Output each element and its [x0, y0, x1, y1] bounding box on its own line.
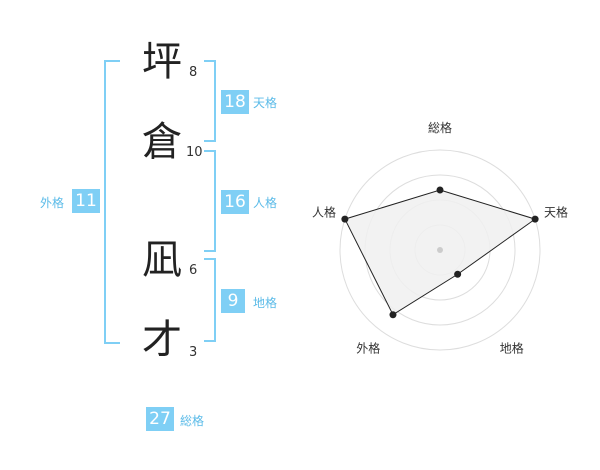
- radar-center-dot: [437, 247, 443, 253]
- radar-axis-label: 外格: [356, 341, 380, 356]
- radar-axis-label: 人格: [312, 204, 336, 219]
- soukaku-badge: 27: [146, 407, 174, 431]
- jinkaku-label: 人格: [253, 196, 278, 210]
- radar-axis-label: 地格: [500, 341, 524, 356]
- stroke-count-2: 10: [186, 145, 203, 160]
- name-char-1: 坪: [142, 39, 182, 85]
- gaikaku-bracket: [104, 60, 120, 344]
- stroke-count-1: 8: [189, 65, 198, 80]
- radar-axis-label: 総格: [428, 120, 452, 135]
- radar-point: [341, 215, 349, 223]
- stroke-count-3: 6: [189, 263, 198, 278]
- radar-point: [531, 215, 539, 223]
- radar-grid-ring: [339, 149, 541, 351]
- stroke-count-4: 3: [189, 345, 198, 360]
- soukaku-label: 総格: [180, 414, 205, 428]
- tenkaku-label: 天格: [253, 96, 278, 110]
- tenkaku-bracket: [204, 60, 216, 142]
- radar-axis-label: 天格: [544, 204, 568, 219]
- radar-point: [454, 270, 462, 278]
- radar-point: [389, 311, 397, 319]
- jinkaku-bracket: [204, 150, 216, 252]
- name-char-4: 才: [142, 317, 182, 363]
- name-char-2: 倉: [142, 119, 182, 165]
- name-char-3: 凪: [142, 237, 182, 283]
- chikaku-badge: 9: [221, 289, 245, 313]
- tenkaku-badge: 18: [221, 90, 249, 114]
- radar-point: [436, 186, 444, 194]
- chikaku-label: 地格: [253, 296, 278, 310]
- jinkaku-badge: 16: [221, 190, 249, 214]
- gaikaku-badge: 11: [72, 189, 100, 213]
- gaikaku-label: 外格: [40, 196, 65, 210]
- chikaku-bracket: [204, 258, 216, 342]
